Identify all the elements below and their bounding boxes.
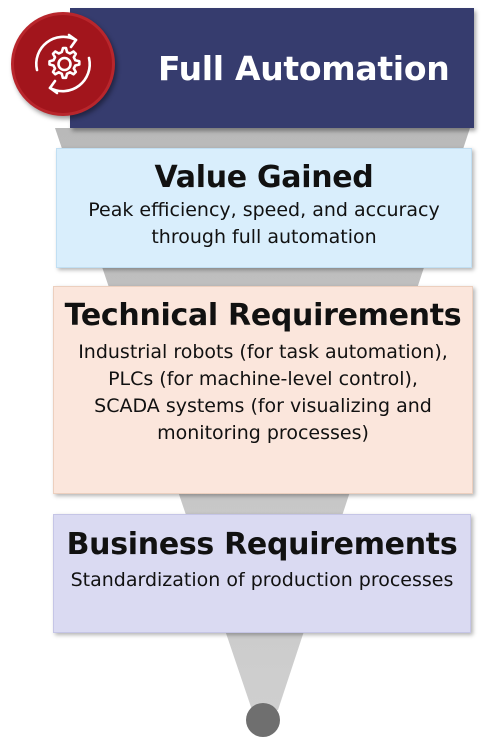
value-gained-body: Peak efficiency, speed, and accuracy thr… xyxy=(88,199,440,248)
header-title: Full Automation xyxy=(158,49,450,88)
funnel-tip xyxy=(246,703,280,737)
gear-cycle-icon xyxy=(35,33,91,95)
automation-badge xyxy=(11,12,115,116)
business-requirements-body: Standardization of production processes xyxy=(70,569,454,591)
technical-requirements-title: Technical Requirements xyxy=(64,298,462,333)
business-requirements-box: Business Requirements Standardization of… xyxy=(53,514,471,633)
value-gained-title: Value Gained xyxy=(154,160,374,195)
header-banner xyxy=(70,8,474,128)
value-gained-box: Value Gained Peak efficiency, speed, and… xyxy=(56,148,472,268)
technical-requirements-body: Industrial robots (for task automation),… xyxy=(78,341,448,444)
business-requirements-title: Business Requirements xyxy=(66,527,458,562)
technical-requirements-box: Technical Requirements Industrial robots… xyxy=(53,286,473,494)
